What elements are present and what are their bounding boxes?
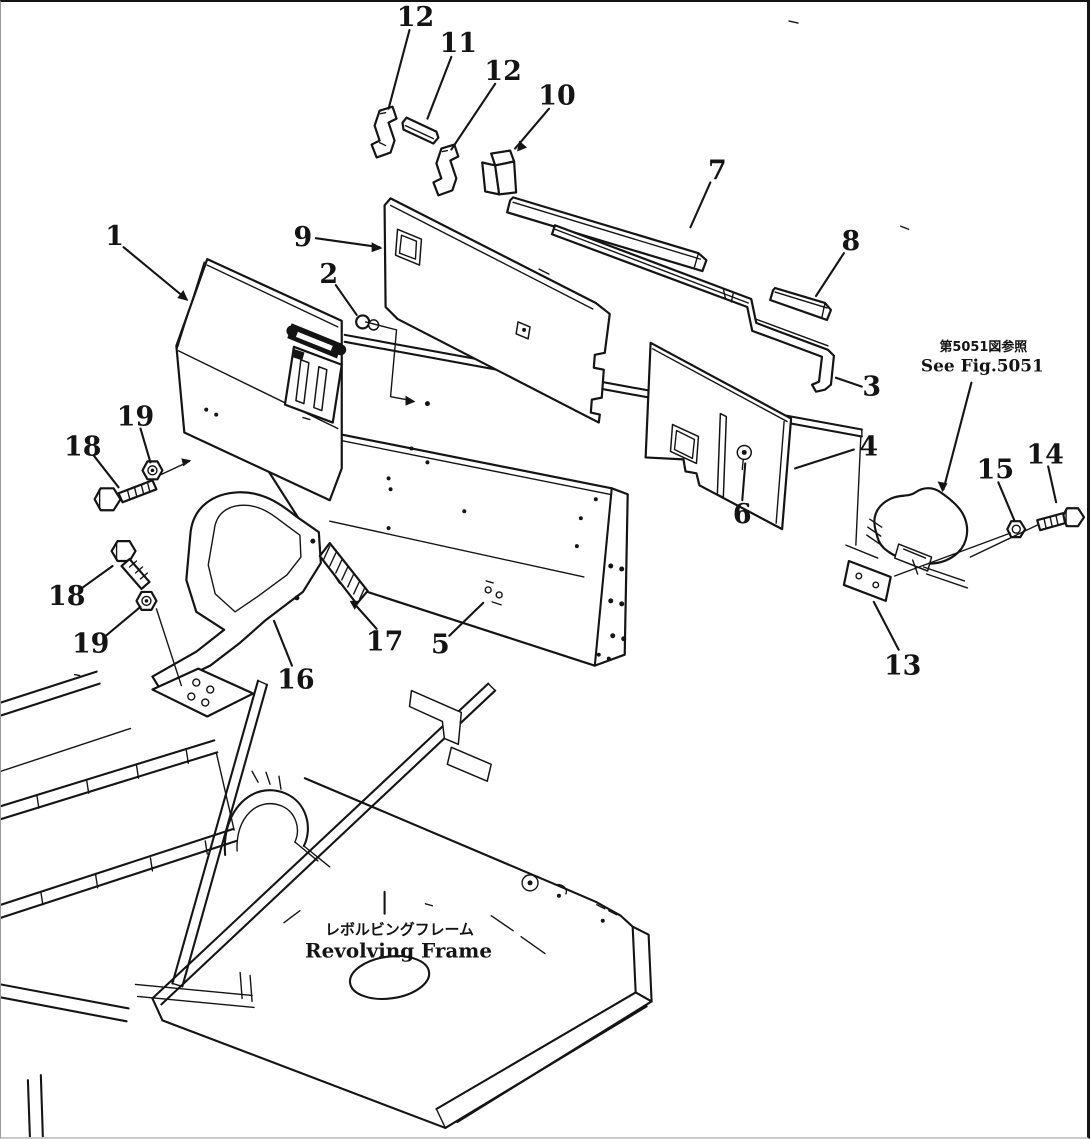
clip-part-12-left (370, 105, 398, 159)
callout-8: 8 (842, 226, 861, 257)
callout-12-b: 12 (484, 56, 521, 87)
frame-caption-jp: レボルビングフレーム (325, 921, 474, 939)
clip-part-12-right (432, 143, 460, 197)
callout-14: 14 (1026, 439, 1063, 470)
block-part-10 (481, 149, 518, 196)
callout-11: 11 (440, 28, 477, 59)
panel-part-9 (383, 197, 611, 424)
strip-part-7 (506, 196, 708, 273)
track-frames (1, 670, 238, 1137)
hinge-assembly (283, 323, 347, 424)
callout-7: 7 (708, 155, 727, 186)
plate-part-13 (842, 559, 892, 602)
knob-part-2 (355, 314, 380, 331)
callout-6: 6 (733, 499, 752, 530)
strip-part-3 (550, 224, 836, 393)
panel-part-4 (644, 341, 793, 531)
callout-4: 4 (859, 431, 878, 462)
callout-18-a: 18 (64, 431, 101, 462)
callout-16: 16 (277, 665, 314, 696)
bolt-part-14 (1036, 507, 1086, 532)
callout-19-a: 19 (117, 402, 154, 433)
callout-3: 3 (862, 372, 881, 403)
bracket-part-16 (151, 491, 322, 718)
spring-part-17 (318, 542, 369, 605)
callout-2: 2 (319, 259, 338, 290)
callout-15: 15 (977, 454, 1014, 485)
callout-1: 1 (105, 221, 124, 252)
bolt-part-18-upper (93, 479, 158, 512)
leader-lines (74, 20, 1058, 687)
reference-note-jp: 第5051図参照 (939, 339, 1027, 355)
strip-part-11 (401, 116, 440, 145)
callout-17: 17 (366, 627, 403, 658)
strip-part-8 (769, 286, 833, 322)
reference-note-en: See Fig.5051 (921, 356, 1044, 376)
callout-18-b: 18 (48, 581, 85, 612)
callout-9: 9 (294, 222, 313, 253)
callout-12-a: 12 (397, 2, 434, 33)
nut-part-19-lower (135, 590, 158, 611)
nut-part-19-upper (141, 460, 164, 481)
revolving-frame (134, 679, 653, 1129)
callout-labels: 12 11 12 10 7 8 1 9 2 3 4 6 5 13 14 15 1… (48, 2, 1064, 696)
frame-caption: レボルビングフレーム Revolving Frame (305, 921, 492, 963)
bolt-part-18-lower (110, 540, 151, 591)
cover-see-fig-5051 (845, 487, 969, 589)
callout-10: 10 (538, 81, 575, 112)
callout-5: 5 (431, 630, 450, 661)
callout-19-b: 19 (72, 629, 109, 660)
reference-note: 第5051図参照 See Fig.5051 (921, 339, 1044, 376)
frame-caption-en: Revolving Frame (305, 939, 492, 963)
callout-13: 13 (884, 651, 921, 682)
